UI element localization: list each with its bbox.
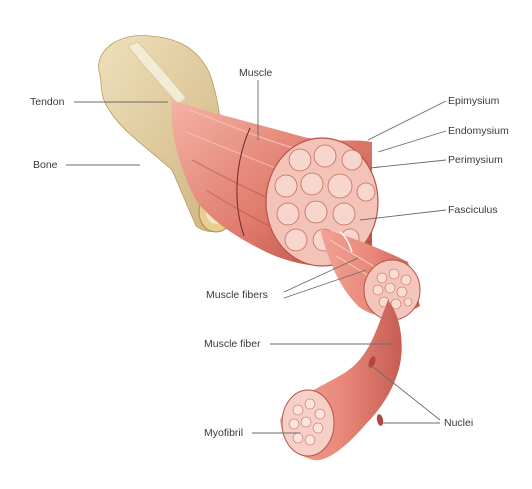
- label-perimysium: Perimysium: [448, 154, 503, 166]
- label-myofibril: Myofibril: [204, 427, 244, 439]
- nuclei-leader-a: [371, 365, 441, 421]
- endomysium-leader: [377, 130, 447, 153]
- label-bone: Bone: [33, 159, 58, 171]
- label-muscle-fibers: Muscle fibers: [206, 289, 268, 301]
- label-epimysium: Epimysium: [448, 95, 500, 107]
- tendon-shape: [127, 41, 187, 105]
- muscle-fibers-leader-a: [283, 257, 359, 293]
- label-nuclei: Nuclei: [444, 417, 474, 429]
- label-muscle-fiber: Muscle fiber: [204, 338, 261, 350]
- fasciculus-shape: [320, 228, 421, 321]
- perimysium-leader: [369, 159, 447, 169]
- label-muscle: Muscle: [239, 67, 273, 79]
- leader-lines: [66, 80, 447, 434]
- epimysium-leader: [367, 100, 447, 141]
- label-tendon: Tendon: [30, 96, 65, 108]
- muscle-fiber-shape: [280, 300, 402, 461]
- label-fasciculus: Fasciculus: [448, 204, 498, 216]
- muscle-cross-section: [265, 137, 379, 267]
- fasciculus-leader: [359, 209, 447, 221]
- label-endomysium: Endomysium: [448, 125, 509, 137]
- muscle-fibers-leader-b: [283, 269, 367, 299]
